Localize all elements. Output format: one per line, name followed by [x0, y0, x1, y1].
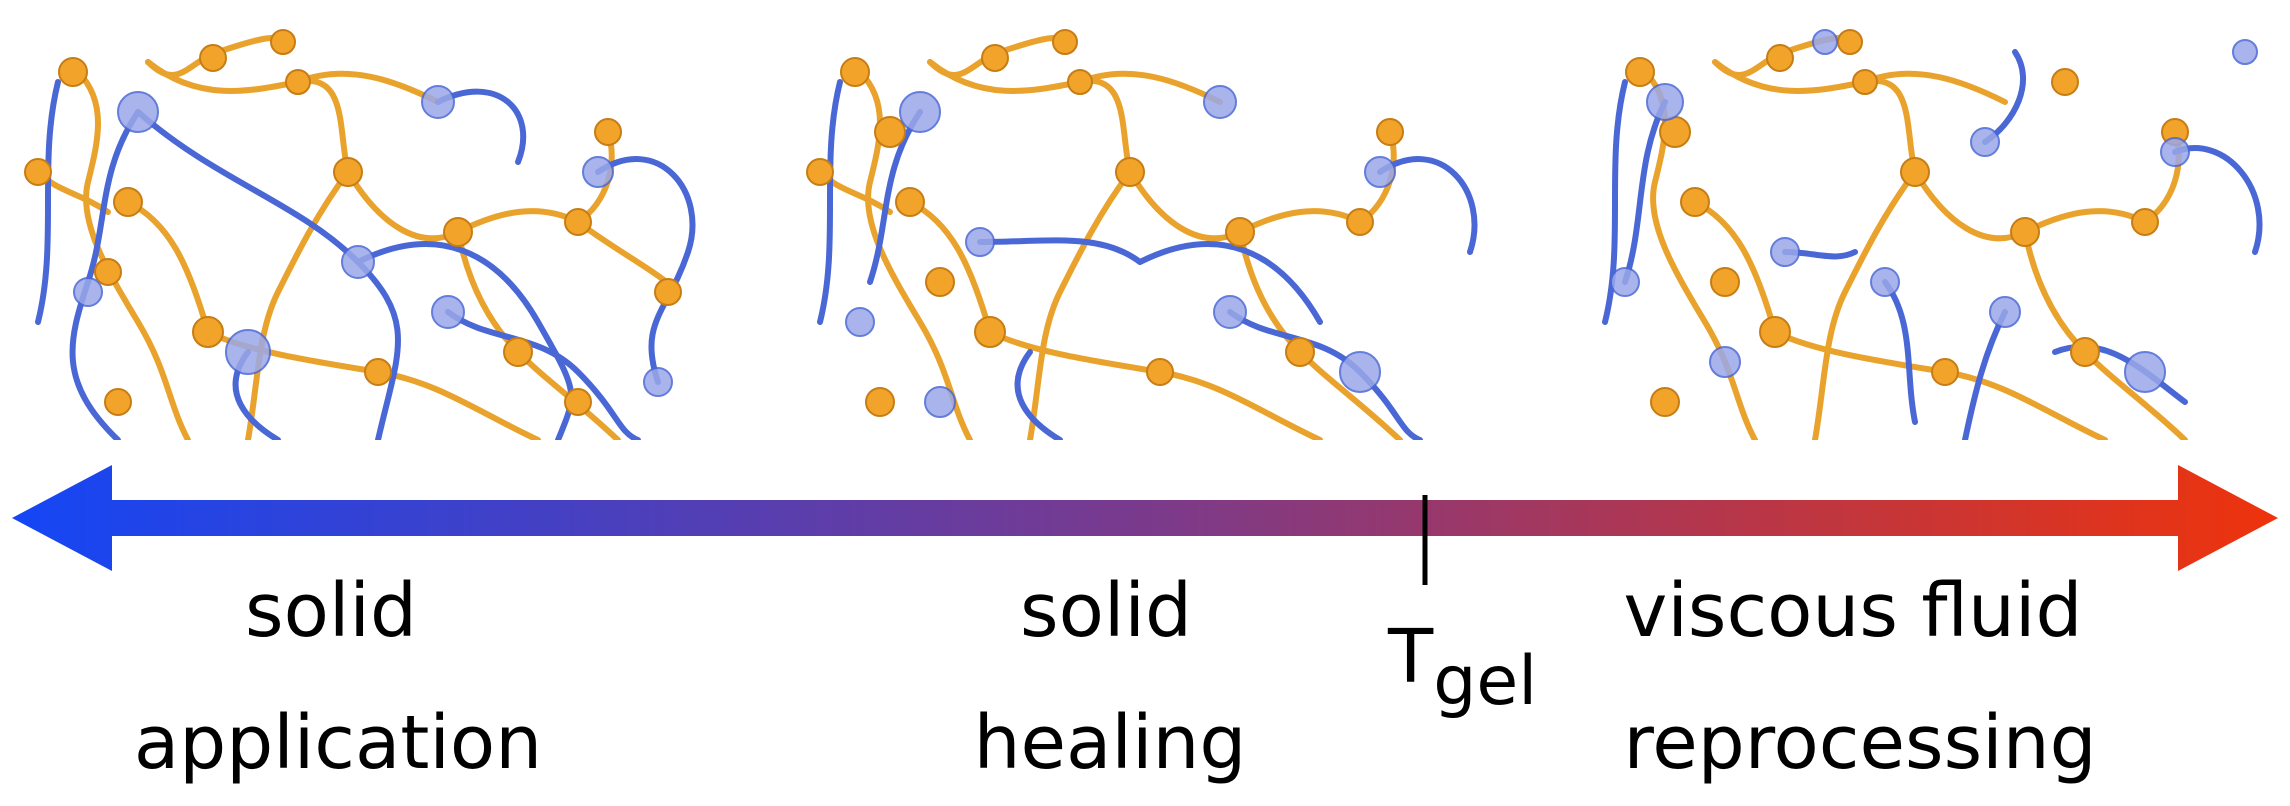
network-illustration-viscous-fluid-reprocessing [1585, 22, 2275, 440]
network-diagram-partially-broken [806, 29, 1478, 440]
label-state-solid-2: solid [1020, 568, 1192, 654]
gel-temperature-symbol: T [1388, 614, 1434, 700]
label-process-healing: healing [973, 700, 1247, 786]
label-state-solid-1: solid [245, 568, 417, 654]
network-diagram-dissociated [1602, 29, 2263, 440]
network-diagram-intact [24, 29, 696, 440]
gel-temperature-subscript: gel [1433, 642, 1538, 721]
label-state-viscous-fluid: viscous fluid [1623, 568, 2083, 654]
network-illustration-solid-healing [800, 22, 1490, 440]
temperature-gradient-arrow [12, 465, 2278, 585]
network-illustration-solid-application [18, 22, 708, 440]
label-process-application: application [133, 700, 543, 786]
label-process-reprocessing: reprocessing [1623, 700, 2097, 786]
gel-temperature-label: Tgel [1388, 620, 1537, 716]
double-headed-arrow [12, 465, 2278, 571]
